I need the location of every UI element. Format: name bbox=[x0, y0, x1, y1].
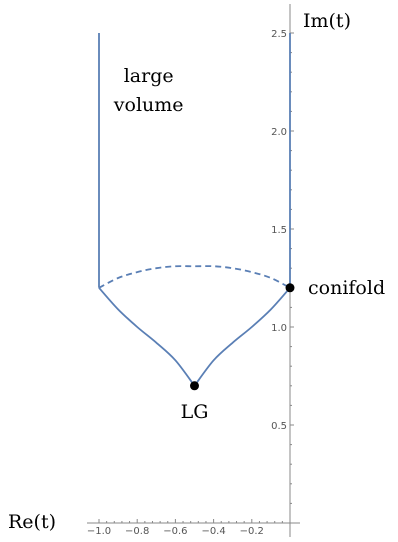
labels-layer: LG conifold large volume bbox=[113, 65, 385, 423]
y-tick-label: 2.0 bbox=[271, 127, 287, 138]
x-tick-label: −0.6 bbox=[163, 526, 187, 537]
series-layer bbox=[98, 33, 291, 387]
series-line-5 bbox=[98, 265, 291, 289]
annotation-line-1: large bbox=[124, 65, 174, 87]
point-label-lg: LG bbox=[181, 401, 209, 423]
y-tick-label: 2.5 bbox=[271, 29, 287, 40]
points-layer bbox=[190, 283, 295, 391]
annotation-line-2: volume bbox=[113, 94, 184, 116]
axes: −1.0 −0.8 −0.6 −0.4 −0.2 0.5 1.0 1.5 2.0 2.5Re(t)… bbox=[8, 4, 351, 537]
y-tick-label: 1.0 bbox=[271, 323, 287, 334]
y-axis-title: Im(t) bbox=[303, 10, 351, 32]
series-line-3 bbox=[193, 287, 291, 387]
point-label-conifold: conifold bbox=[308, 277, 385, 299]
x-axis-title: Re(t) bbox=[8, 511, 56, 533]
x-tick-label: −1.0 bbox=[87, 526, 111, 537]
point-conifold bbox=[285, 283, 295, 293]
x-tick-label: −0.4 bbox=[201, 526, 225, 537]
y-tick-label: 1.5 bbox=[271, 225, 287, 236]
x-tick-label: −0.8 bbox=[125, 526, 149, 537]
y-tick-label: 0.5 bbox=[271, 421, 287, 432]
series-line-2 bbox=[98, 287, 196, 387]
x-tick-label: −0.2 bbox=[240, 526, 264, 537]
point-lg bbox=[190, 381, 199, 391]
